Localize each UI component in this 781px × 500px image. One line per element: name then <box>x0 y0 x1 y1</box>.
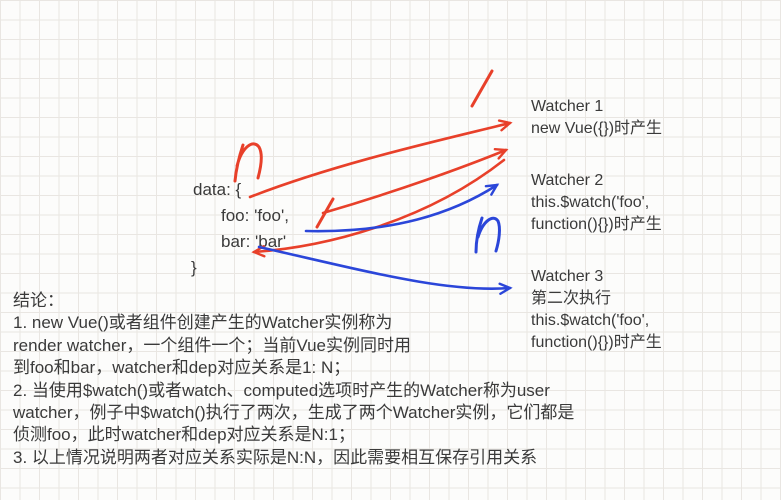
conclusion-line: watcher，例子中$watch()执行了两次，生成了两个Watcher实例，… <box>13 403 575 423</box>
arrow-watcher1-to-bar <box>251 158 506 258</box>
conclusion-line: render watcher，一个组件一个；当前Vue实例同时用 <box>13 335 412 355</box>
arrow-foo-to-watcher3 <box>257 245 513 295</box>
conclusion-line: 到foo和bar，watcher和dep对应关系是1: N； <box>13 358 351 378</box>
conclusion-line: 1. new Vue()或者组件创建产生的Watcher实例称为 <box>13 313 393 333</box>
watcher-2-line: function(){})时产生 <box>531 216 662 233</box>
annotation-n-red <box>233 142 263 183</box>
watcher-3-line: function(){})时产生 <box>531 334 662 351</box>
annotation-one-foo <box>315 197 335 229</box>
arrow-foo-to-watcher1 <box>321 147 509 215</box>
watcher-3-title: Watcher 3 <box>531 268 604 285</box>
arrow-foo-to-watcher2 <box>304 183 500 233</box>
conclusion-line: 侦测foo，此时watcher和dep对应关系是N:1； <box>13 425 355 445</box>
annotation-n-blue <box>474 216 501 254</box>
watcher-3-line: this.$watch('foo', <box>531 312 650 329</box>
code-line-bar: bar: 'bar' <box>221 232 287 251</box>
conclusion-line: 3. 以上情况说明两者对应关系实际是N:N，因此需要相互保存引用关系 <box>13 447 538 467</box>
conclusion-block: 结论： 1. new Vue()或者组件创建产生的Watcher实例称为 ren… <box>13 290 574 469</box>
watcher-2-title: Watcher 2 <box>531 172 604 189</box>
code-line-foo: foo: 'foo', <box>221 206 289 225</box>
watcher-2-block: Watcher 2 this.$watch('foo', function(){… <box>531 170 662 236</box>
watcher-1-block: Watcher 1 new Vue({})时产生 <box>531 96 662 140</box>
arrow-data-to-watcher1 <box>248 119 513 199</box>
code-line-data-open: data: { <box>193 180 242 199</box>
watcher-2-line: this.$watch('foo', <box>531 194 650 211</box>
conclusion-line: 2. 当使用$watch()或者watch、computed选项时产生的Watc… <box>13 380 550 400</box>
conclusion-heading: 结论： <box>13 291 64 310</box>
annotation-one-top <box>470 69 494 108</box>
watcher-3-line: 第二次执行 <box>531 290 612 307</box>
code-line-close-brace: } <box>191 258 197 277</box>
watcher-3-block: Watcher 3 第二次执行 this.$watch('foo', funct… <box>531 266 662 354</box>
watcher-1-title: Watcher 1 <box>531 98 604 115</box>
watcher-1-line: new Vue({})时产生 <box>531 120 663 137</box>
